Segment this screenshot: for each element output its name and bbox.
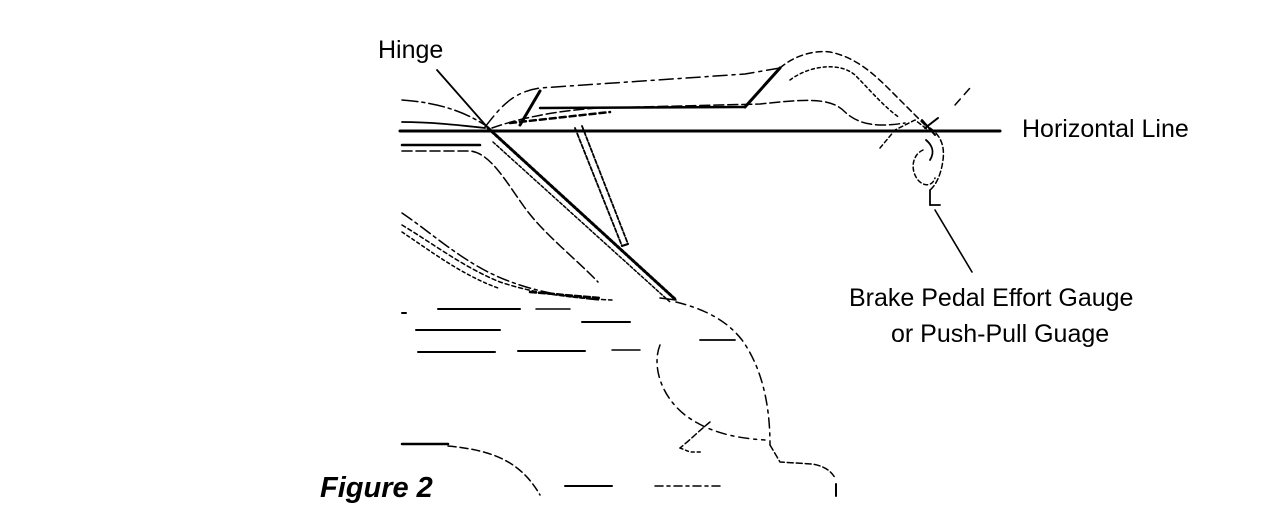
cowl-edge — [486, 126, 678, 303]
car-body — [400, 99, 837, 497]
gauge-label-line1: Brake Pedal Effort Gauge — [849, 284, 1134, 312]
gauge-leader-line — [934, 209, 973, 273]
gauge-label-line2: or Push-Pull Guage — [891, 320, 1110, 348]
hinge-leader-line — [436, 69, 489, 129]
push-pull-gauge — [912, 117, 945, 206]
open-hood — [484, 50, 971, 149]
hinge-label: Hinge — [378, 36, 444, 64]
figure-caption: Figure 2 — [320, 472, 433, 504]
hood-prop-rod — [574, 125, 629, 247]
horizontal-line-label: Horizontal Line — [1022, 115, 1189, 143]
